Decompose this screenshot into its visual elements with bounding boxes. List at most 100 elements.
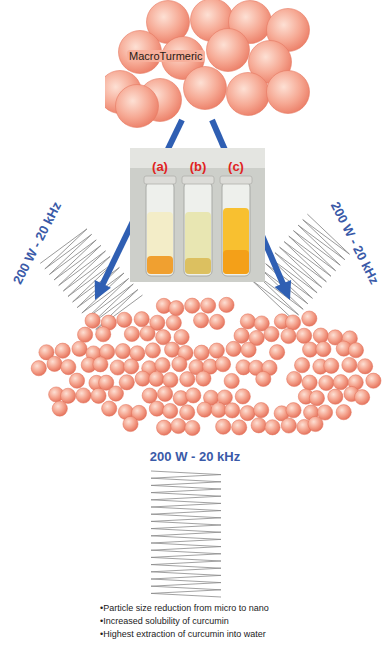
power-frequency-label: 200 W - 20 kHz (328, 199, 382, 286)
nano-particle (211, 402, 226, 417)
nano-particle (163, 403, 178, 418)
nano-particle (123, 416, 138, 431)
nano-particle (185, 298, 200, 313)
nano-particle (224, 373, 239, 388)
ultrasound-waves (40, 214, 352, 597)
nano-particle (358, 359, 373, 374)
nano-particle (201, 298, 216, 313)
sample-label: (c) (228, 159, 244, 174)
nano-particle (76, 388, 91, 403)
nano-particle (108, 386, 123, 401)
nano-particle (251, 418, 266, 433)
particle-cluster-shape (105, 0, 310, 128)
nano-particle (135, 371, 150, 386)
nano-particle (328, 389, 343, 404)
nano-particle (281, 418, 296, 433)
result-note: •Increased solubility of curcumin (100, 616, 229, 626)
nano-particle (158, 386, 173, 401)
nano-particle (166, 315, 181, 330)
nano-particle (313, 328, 328, 343)
macro-particle (116, 85, 159, 128)
nano-particle (256, 371, 271, 386)
nano-particle (333, 375, 348, 390)
nano-particle (186, 388, 201, 403)
nano-particle (155, 358, 170, 373)
nano-particle (194, 345, 209, 360)
nano-particle (226, 341, 241, 356)
nano-particle (264, 327, 279, 342)
nano-particle (196, 371, 211, 386)
power-frequency-label: 200 W - 20 kHz (10, 199, 64, 286)
nano-particle (169, 301, 184, 316)
nano-particle (234, 328, 249, 343)
nano-particle (240, 406, 255, 421)
nano-particle (140, 326, 155, 341)
nano-particle (265, 420, 280, 435)
sample-label: (b) (190, 159, 207, 174)
nano-particle (110, 360, 125, 375)
nano-particle (96, 327, 111, 342)
nano-particle (194, 313, 209, 328)
nano-particle (180, 372, 195, 387)
nano-particle (297, 328, 312, 343)
nano-particle (309, 391, 324, 406)
nano-particle (119, 375, 134, 390)
macro-particle-cluster: MacroTurmeric (105, 0, 310, 128)
result-note: •Highest extraction of curcumin into wat… (100, 629, 266, 639)
nano-particle (149, 371, 164, 386)
nano-particle (295, 358, 310, 373)
result-note: •Particle size reduction from micro to n… (100, 603, 269, 613)
vial (144, 176, 176, 276)
nano-particle (197, 402, 212, 417)
nano-particle (210, 314, 225, 329)
nano-particle (235, 389, 250, 404)
nano-particle (232, 420, 247, 435)
nano-particle (61, 360, 76, 375)
nano-particle (69, 373, 84, 388)
nano-particle (270, 345, 285, 360)
nano-particle (171, 418, 186, 433)
arrow-head (95, 280, 111, 300)
macro-particle (207, 29, 250, 72)
nano-particle (142, 388, 157, 403)
nano-particle (286, 403, 301, 418)
macro-particle (267, 71, 310, 114)
nano-particle (254, 403, 269, 418)
nano-particle (174, 330, 189, 345)
nano-particle (287, 371, 302, 386)
nano-particle (165, 342, 180, 357)
nano-particle (149, 401, 164, 416)
nano-particle (303, 342, 318, 357)
macro-particle (227, 73, 270, 116)
nano-particle (316, 342, 331, 357)
nano-particle (302, 375, 317, 390)
sample-label: (a) (152, 159, 168, 174)
nano-particle (52, 401, 67, 416)
wave-lines (40, 226, 142, 332)
photo-ground (130, 148, 265, 282)
wave-lines (151, 471, 221, 597)
nano-particle (55, 343, 70, 358)
nano-particle (61, 388, 76, 403)
nano-particle (102, 401, 117, 416)
nano-particle (241, 342, 256, 357)
nano-particle (319, 375, 334, 390)
nano-particle (225, 403, 240, 418)
nano-particle (134, 312, 149, 327)
nano-particle (85, 313, 100, 328)
nano-particle (336, 405, 351, 420)
nano-particle (185, 420, 200, 435)
nano-particle (117, 312, 132, 327)
nano-particle (209, 343, 224, 358)
arrow-shaft (212, 120, 284, 287)
nano-particle (31, 361, 46, 376)
nano-particle (324, 358, 339, 373)
power-frequency-label: 200 W - 20 kHz (150, 449, 240, 464)
vial (220, 176, 252, 276)
nano-particle (355, 390, 370, 405)
nano-particle (348, 343, 363, 358)
vial-photo (130, 148, 265, 282)
nano-particle (215, 357, 230, 372)
nano-particle (115, 344, 130, 359)
nano-particles (31, 297, 381, 435)
